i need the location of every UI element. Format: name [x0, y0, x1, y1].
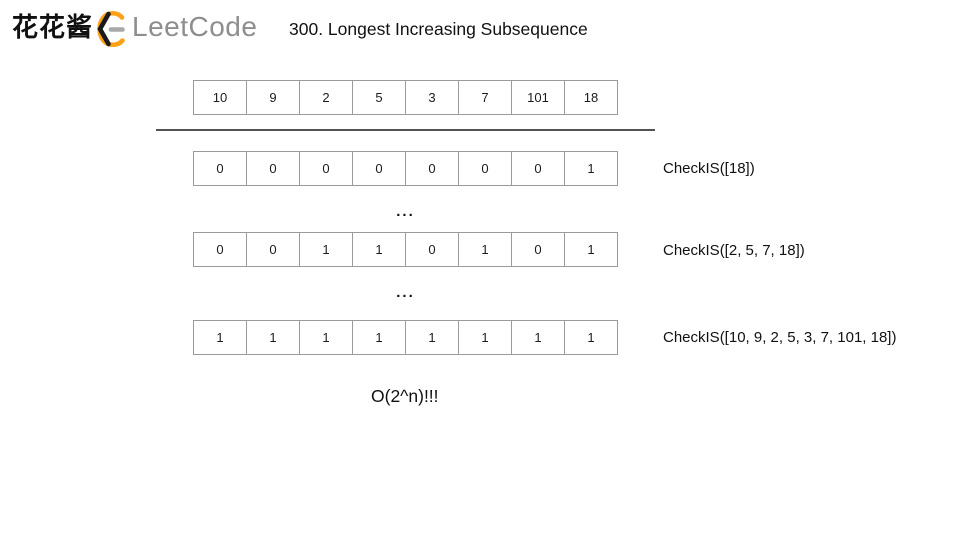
array-cell: 101: [511, 80, 565, 115]
check-row-1: 0 0 0 0 0 0 0 1: [193, 151, 618, 186]
mask-cell: 1: [352, 232, 406, 267]
mask-cell: 0: [299, 151, 353, 186]
check-label-3: CheckIS([10, 9, 2, 5, 3, 7, 101, 18]): [663, 329, 897, 346]
brand-chinese-text: 花花酱: [12, 12, 94, 42]
mask-cell: 0: [458, 151, 512, 186]
ellipsis-1: ...: [396, 203, 415, 220]
mask-cell: 0: [193, 151, 247, 186]
mask-cell: 0: [511, 151, 565, 186]
mask-cell: 1: [564, 232, 618, 267]
mask-cell: 0: [246, 151, 300, 186]
array-cell: 7: [458, 80, 512, 115]
check-label-2: CheckIS([2, 5, 7, 18]): [663, 242, 805, 259]
array-cell: 10: [193, 80, 247, 115]
ellipsis-2: ...: [396, 284, 415, 301]
array-cell: 3: [405, 80, 459, 115]
input-array-row: 10 9 2 5 3 7 101 18: [193, 80, 618, 115]
mask-cell: 1: [458, 232, 512, 267]
mask-cell: 0: [352, 151, 406, 186]
array-cell: 18: [564, 80, 618, 115]
slide-title: 300. Longest Increasing Subsequence: [289, 19, 588, 39]
check-row-2: 0 0 1 1 0 1 0 1: [193, 232, 618, 267]
divider-line: [156, 129, 655, 131]
mask-cell: 1: [405, 320, 459, 355]
array-cell: 9: [246, 80, 300, 115]
complexity-note: O(2^n)!!!: [371, 386, 439, 406]
array-cell: 5: [352, 80, 406, 115]
mask-cell: 0: [405, 151, 459, 186]
mask-cell: 0: [511, 232, 565, 267]
array-cell: 2: [299, 80, 353, 115]
mask-cell: 1: [564, 320, 618, 355]
mask-cell: 0: [246, 232, 300, 267]
leetcode-logo-icon: [96, 10, 129, 48]
mask-cell: 1: [299, 232, 353, 267]
mask-cell: 1: [352, 320, 406, 355]
check-label-1: CheckIS([18]): [663, 160, 755, 177]
mask-cell: 1: [458, 320, 512, 355]
mask-cell: 1: [564, 151, 618, 186]
leetcode-wordmark: LeetCode: [132, 11, 258, 42]
check-row-3: 1 1 1 1 1 1 1 1: [193, 320, 618, 355]
mask-cell: 1: [299, 320, 353, 355]
mask-cell: 0: [405, 232, 459, 267]
mask-cell: 1: [511, 320, 565, 355]
mask-cell: 0: [193, 232, 247, 267]
mask-cell: 1: [193, 320, 247, 355]
mask-cell: 1: [246, 320, 300, 355]
